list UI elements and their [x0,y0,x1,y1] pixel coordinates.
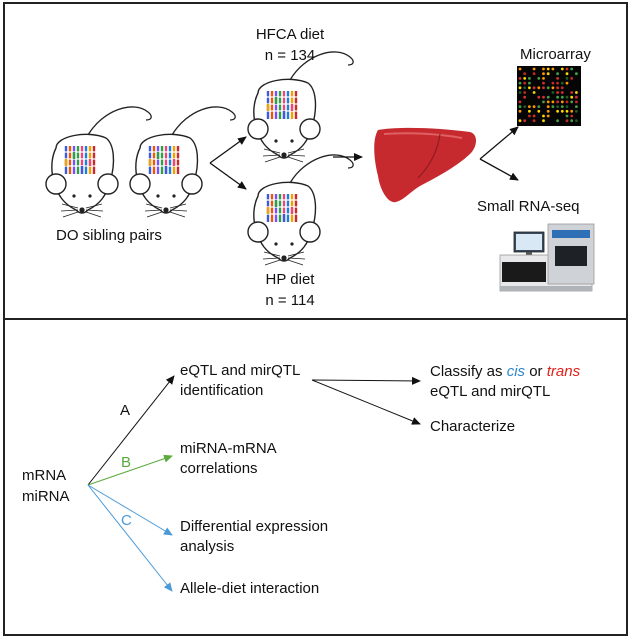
classify-prefix: Classify as [430,363,507,380]
arrow-to-hp [209,162,247,190]
microarray-label: Microarray [520,46,591,63]
classify-label-line2: eQTL and mirQTL [430,383,551,400]
hfca-n-label: n = 134 [264,47,316,64]
sibling-pairs-label: DO sibling pairs [56,227,162,244]
allele-diet-label: Allele-diet interaction [180,580,320,597]
arrow-to-rnaseq [479,158,519,181]
source-label-mirna: miRNA [22,488,70,505]
arrow-branch-c-de [87,484,173,536]
bottom-panel [3,318,628,636]
hfca-diet-label: HFCA diet [255,26,325,43]
characterize-label: Characterize [430,418,516,435]
rnaseq-label: Small RNA-seq [477,198,580,215]
correlations-label-line1: miRNA-mRNA [180,440,277,457]
branch-c-label: C [121,512,132,529]
arrow-to-hfca [209,136,247,164]
branch-a-label: A [120,402,131,419]
hp-diet-label: HP diet [265,271,315,288]
liver-icon [374,127,476,203]
hp-n-label: n = 114 [265,292,315,309]
sibling-mouse-right [128,105,237,219]
correlations-label-line2: correlations [180,460,258,477]
arrow-branch-b [87,454,173,486]
arrow-to-microarray [479,126,519,160]
arrow-to-characterize [311,379,421,425]
trans-label: trans [546,363,581,380]
de-label-line2: analysis [180,538,235,555]
classify-label-line1: Classify as cis or trans [430,361,580,382]
hfca-mouse [246,50,355,164]
cis-label: cis [506,363,526,380]
source-label-mrna: mRNA [22,467,67,484]
classify-or: or [525,363,547,380]
sequencer-icon [499,223,595,292]
eqtl-label-line2: identification [180,382,264,399]
eqtl-label-line1: eQTL and mirQTL [180,362,301,379]
microarray-icon [517,66,581,126]
de-label-line1: Differential expression [180,518,329,535]
arrow-branch-a [87,375,175,486]
arrow-branch-c-allele [87,484,173,592]
branch-b-label: B [121,454,132,471]
hp-mouse [246,153,355,267]
arrow-to-classify [311,376,421,385]
